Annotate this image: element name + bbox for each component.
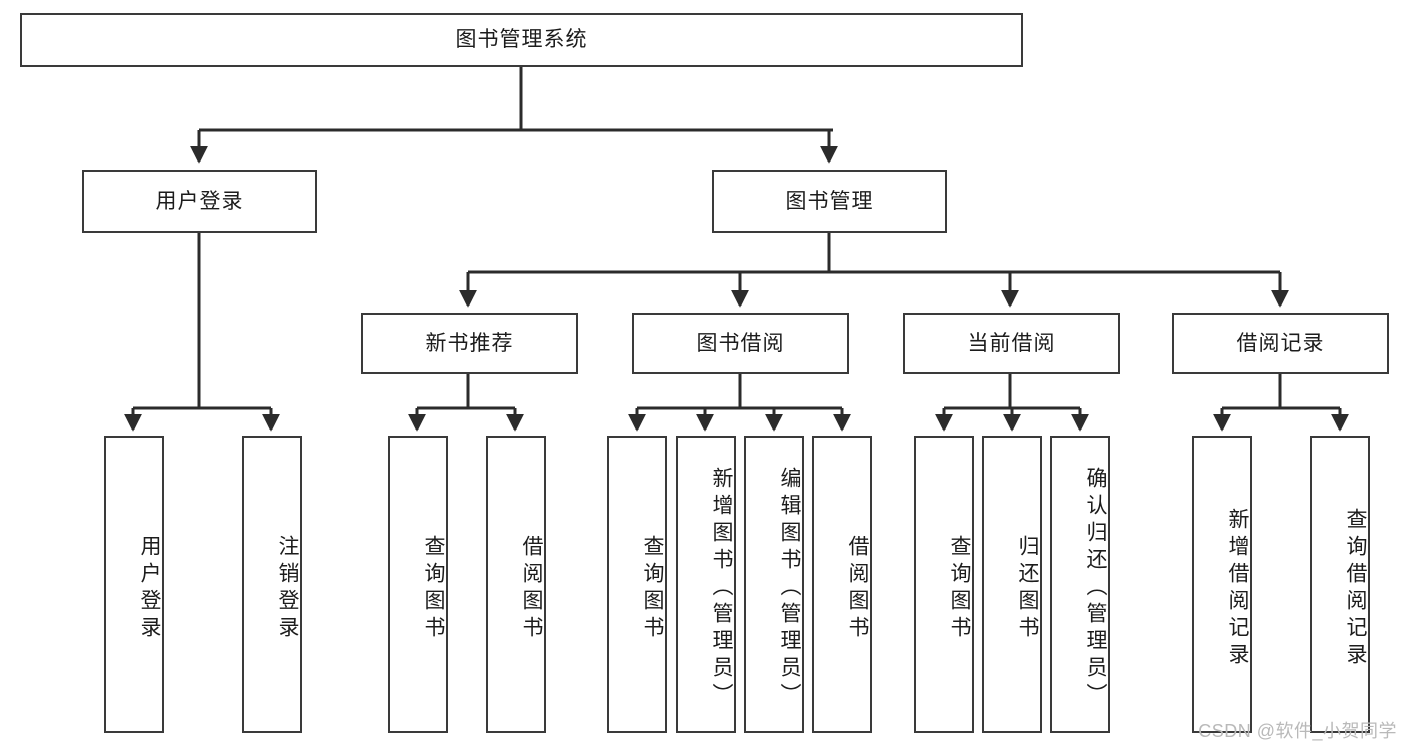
leaf-node-label: 查询借阅记录 xyxy=(1344,507,1367,670)
leaf-node[interactable]: 借阅图书 xyxy=(812,436,872,733)
node-root-label: 图书管理系统 xyxy=(455,28,588,52)
leaf-node[interactable]: 确认归还（管理员） xyxy=(1050,436,1110,733)
node-new-book-recommend[interactable]: 新书推荐 xyxy=(361,313,578,374)
leaf-node-label: 查询图书 xyxy=(641,534,664,643)
leaf-node[interactable]: 新增借阅记录 xyxy=(1192,436,1252,733)
leaf-node[interactable]: 查询图书 xyxy=(914,436,974,733)
leaf-node-label: 编辑图书（管理员） xyxy=(778,467,801,710)
node-user-login[interactable]: 用户登录 xyxy=(82,170,317,233)
leaf-node[interactable]: 归还图书 xyxy=(982,436,1042,733)
leaf-node-label: 借阅图书 xyxy=(846,534,869,643)
leaf-node-label: 借阅图书 xyxy=(520,534,543,643)
leaf-node-label: 查询图书 xyxy=(422,534,445,643)
leaf-node[interactable]: 编辑图书（管理员） xyxy=(744,436,804,733)
leaf-node-label: 注销登录 xyxy=(276,534,299,643)
node-book-borrow[interactable]: 图书借阅 xyxy=(632,313,849,374)
node-current-borrow-label: 当前借阅 xyxy=(967,331,1056,355)
leaf-node-label: 用户登录 xyxy=(138,534,161,643)
node-user-login-label: 用户登录 xyxy=(155,189,244,213)
node-book-management[interactable]: 图书管理 xyxy=(712,170,947,233)
node-book-borrow-label: 图书借阅 xyxy=(696,331,785,355)
leaf-node[interactable]: 查询图书 xyxy=(388,436,448,733)
leaf-node[interactable]: 查询借阅记录 xyxy=(1310,436,1370,733)
leaf-node-label: 新增借阅记录 xyxy=(1226,507,1249,670)
leaf-node[interactable]: 新增图书（管理员） xyxy=(676,436,736,733)
node-current-borrow[interactable]: 当前借阅 xyxy=(903,313,1120,374)
leaf-node-label: 确认归还（管理员） xyxy=(1084,467,1107,710)
leaf-node[interactable]: 查询图书 xyxy=(607,436,667,733)
leaf-node[interactable]: 用户登录 xyxy=(104,436,164,733)
leaf-node-label: 归还图书 xyxy=(1016,534,1039,643)
watermark-text: CSDN @软件_小贺同学 xyxy=(1198,721,1397,741)
node-borrow-record-label: 借阅记录 xyxy=(1236,331,1325,355)
leaf-node[interactable]: 注销登录 xyxy=(242,436,302,733)
node-borrow-record[interactable]: 借阅记录 xyxy=(1172,313,1389,374)
leaf-node[interactable]: 借阅图书 xyxy=(486,436,546,733)
leaf-node-label: 查询图书 xyxy=(948,534,971,643)
node-new-book-recommend-label: 新书推荐 xyxy=(425,331,514,355)
leaf-node-label: 新增图书（管理员） xyxy=(710,467,733,710)
node-book-management-label: 图书管理 xyxy=(785,189,874,213)
node-root[interactable]: 图书管理系统 xyxy=(20,13,1023,67)
